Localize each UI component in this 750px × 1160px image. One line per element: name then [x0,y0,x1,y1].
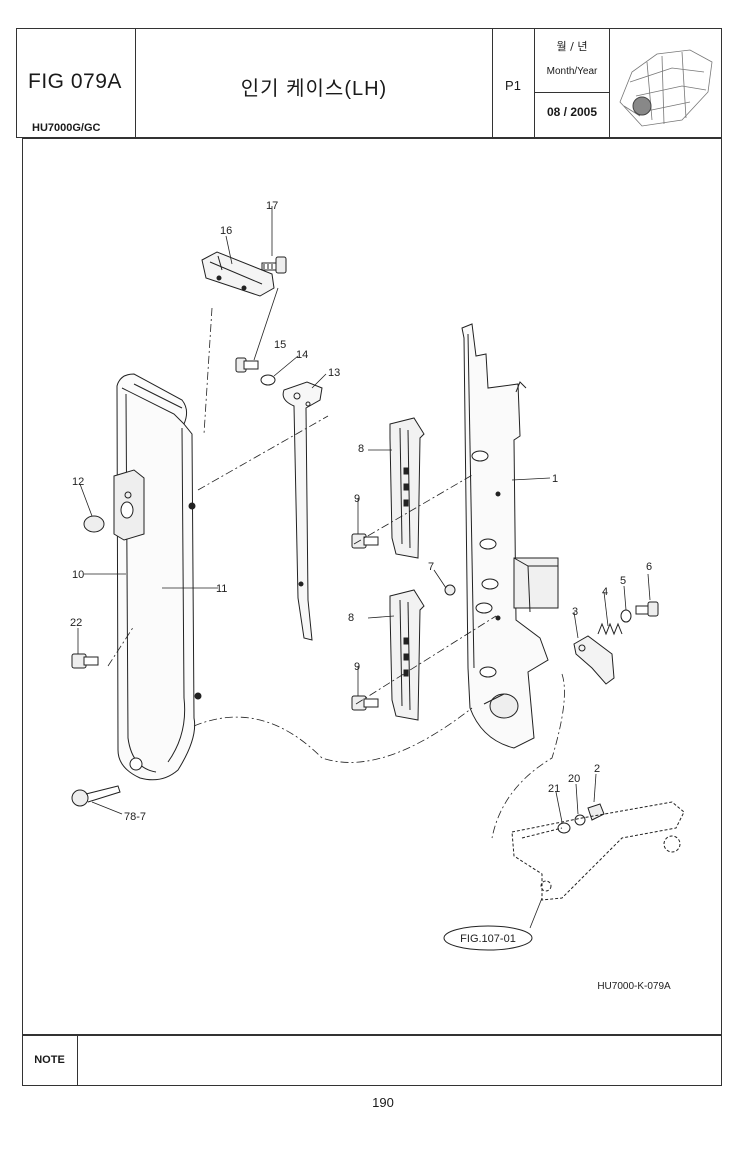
callout-7: 7 [428,561,434,573]
callout-78-7: 78-7 [124,811,146,823]
callout-8-upper: 8 [358,443,364,455]
part-9-bolt-lower [351,695,379,711]
part-20-lockwasher [574,814,586,826]
exploded-parts-diagram: 1 2 3 4 5 6 7 8 8 9 9 10 11 12 13 14 15 … [70,200,685,992]
note-label: NOTE [22,1034,78,1086]
callout-1: 1 [552,473,558,485]
header-thumbnail-cell [609,28,722,138]
part-2-nut [587,803,605,821]
callout-9-lower: 9 [354,661,360,673]
part-13-strip [282,381,323,641]
part-22-bolt [71,653,99,669]
callout-9-upper: 9 [354,493,360,505]
part-8-rail-lower [389,589,425,721]
note-frame [22,1034,722,1086]
callout-6: 6 [646,561,652,573]
page-title: 인기 케이스(LH) [240,78,388,100]
part-14-washer [260,374,276,386]
page-number: 190 [372,1095,394,1110]
callout-17: 17 [266,200,278,212]
fig-reference-oval [443,925,533,951]
callout-10: 10 [72,569,84,581]
callout-22: 22 [70,617,82,629]
part-1-frame [461,323,559,749]
part-5-washer [620,609,632,623]
callout-14: 14 [296,349,308,361]
callout-21: 21 [548,783,560,795]
part-6-bolt [635,601,659,617]
part-16-bracket [201,251,275,297]
callout-8-lower: 8 [348,612,354,624]
revision-date: 08 / 2005 [546,105,598,119]
diagram-frame [22,138,722,1036]
fig-reference-label: FIG.107-01 [460,933,516,945]
machine-thumbnail-image [619,49,713,127]
thumbnail-highlight-marker [632,96,652,116]
callout-16: 16 [220,225,232,237]
drawing-code: HU7000-K-079A [597,981,671,992]
part-78-7-pin [71,785,121,807]
model-code: HU7000G/GC [32,122,101,134]
callout-20: 20 [568,773,580,785]
header-date-divider [534,92,610,93]
page-reference: P1 [505,78,521,93]
callout-4: 4 [602,586,608,598]
callout-13: 13 [328,367,340,379]
callout-3: 3 [572,606,578,618]
callout-5: 5 [620,575,626,587]
part-12-plug [83,515,105,533]
part-9-bolt-upper [351,533,379,549]
part-15-bolt [235,357,259,373]
part-4-spring [597,622,623,636]
callout-15: 15 [274,339,286,351]
callout-12: 12 [72,476,84,488]
part-17-bolt [261,256,287,274]
fig-number: FIG 079A [28,70,122,93]
part-8-rail-upper [389,417,425,559]
month-year-korean-label: 월 / 년 [556,40,588,53]
callout-2: 2 [594,763,600,775]
part-21-washer [557,822,571,834]
fig-107-01-linkage [511,801,685,901]
part-7-pin [444,584,456,596]
part-10-cover [113,373,202,781]
callout-11: 11 [216,583,227,595]
month-year-label: Month/Year [546,66,598,77]
part-3-bracket [573,635,615,685]
